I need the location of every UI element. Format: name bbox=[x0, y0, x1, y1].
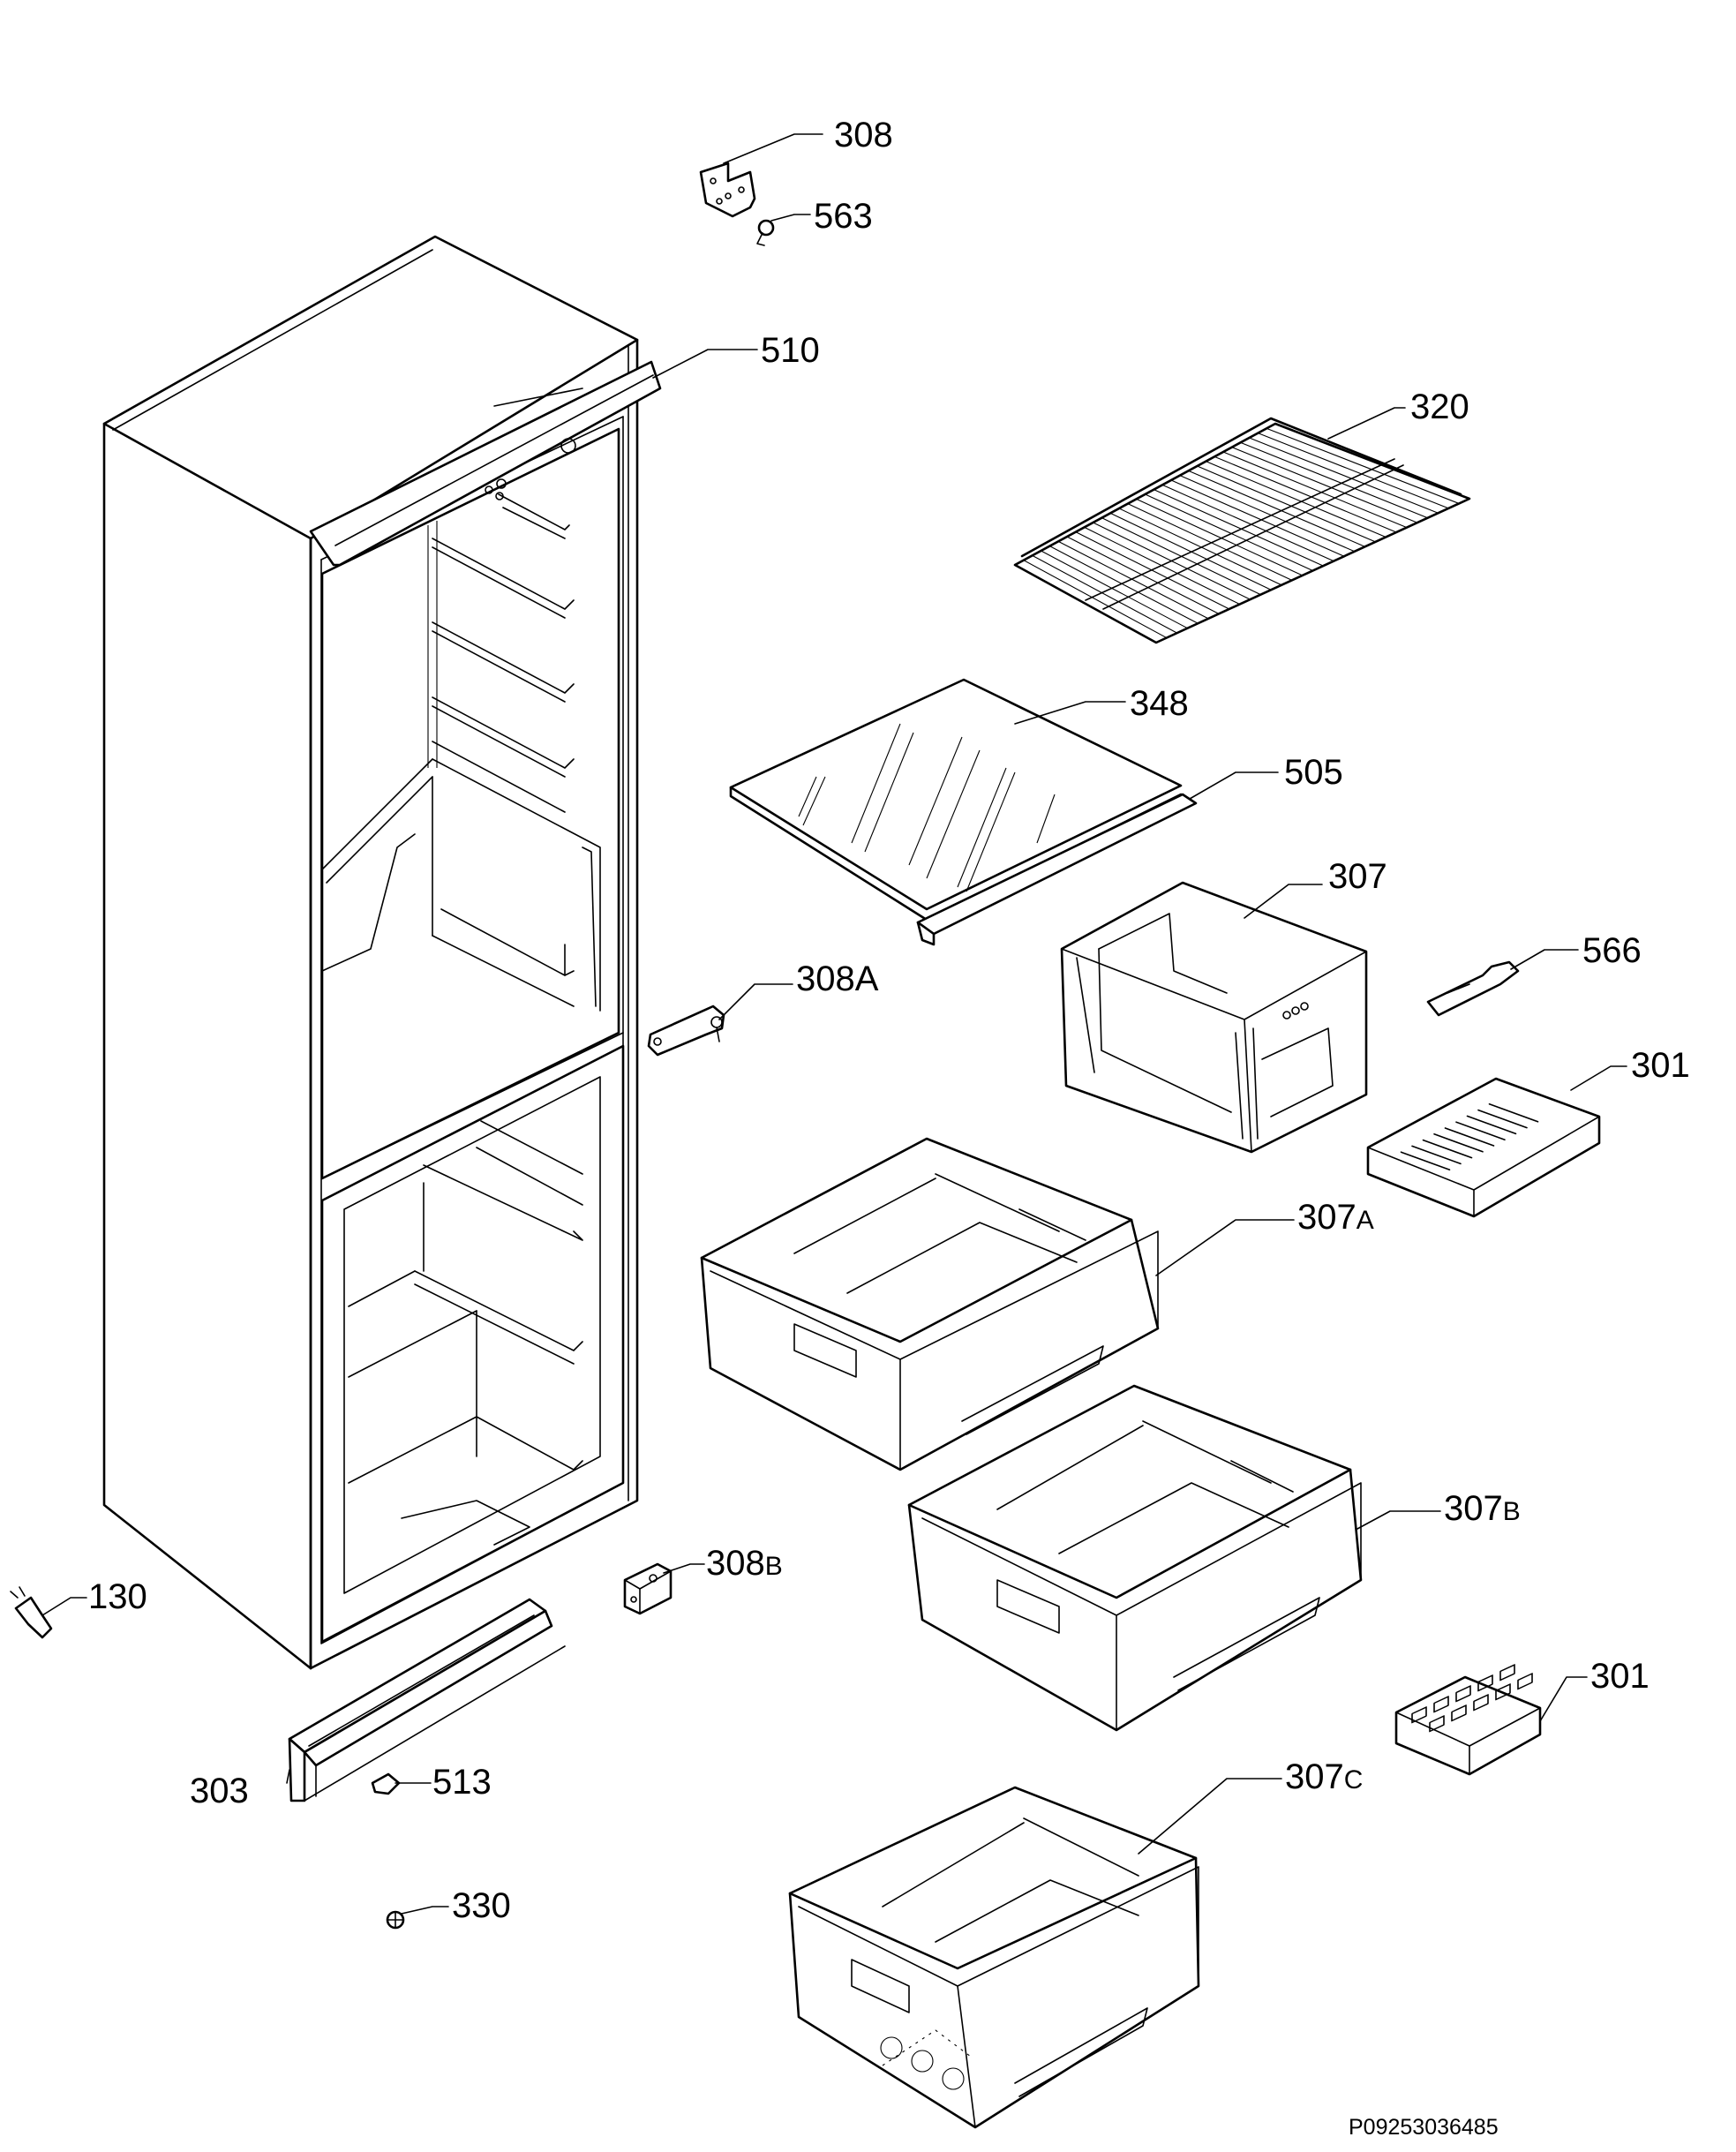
callout-308b: 308B bbox=[706, 1544, 783, 1583]
freezer-box bbox=[1060, 881, 1368, 1154]
shelf-trim bbox=[916, 793, 1198, 946]
callout-510: 510 bbox=[761, 331, 820, 370]
leader-lines bbox=[41, 133, 1627, 1915]
glass-shelf bbox=[729, 678, 1183, 922]
hinge-screw bbox=[756, 219, 775, 246]
callout-307b: 307B bbox=[1444, 1489, 1521, 1528]
callout-505: 505 bbox=[1284, 753, 1343, 792]
plinth bbox=[288, 1598, 566, 1802]
top-hinge bbox=[699, 162, 756, 218]
wire-shelf bbox=[1013, 417, 1471, 644]
cable-plug bbox=[10, 1586, 53, 1639]
leveling-screw bbox=[386, 1910, 405, 1930]
ice-tray-upper bbox=[1366, 1077, 1601, 1218]
callout-303: 303 bbox=[190, 1772, 249, 1810]
drawer-b bbox=[907, 1384, 1363, 1732]
drawer-c bbox=[788, 1786, 1200, 2129]
callout-566: 566 bbox=[1582, 931, 1642, 970]
callout-308: 308 bbox=[834, 116, 893, 154]
callout-130: 130 bbox=[88, 1577, 147, 1616]
callout-308a: 308A bbox=[796, 959, 879, 998]
control-panel bbox=[309, 360, 662, 567]
foot-clip bbox=[371, 1772, 401, 1795]
diagram-code: P09253036485 bbox=[1349, 2115, 1499, 2140]
callout-307: 307 bbox=[1328, 857, 1387, 896]
callout-labels: 308 563 510 320 348 505 307 566 308A 301… bbox=[88, 116, 1690, 1925]
callout-330: 330 bbox=[452, 1886, 511, 1925]
fridge-cabinet bbox=[102, 235, 639, 1670]
callout-513: 513 bbox=[432, 1763, 492, 1802]
ice-cube-tray bbox=[1394, 1664, 1542, 1776]
middle-hinge bbox=[647, 1005, 725, 1057]
callout-301-upper: 301 bbox=[1631, 1046, 1690, 1085]
callout-348: 348 bbox=[1130, 684, 1189, 723]
callout-301-lower: 301 bbox=[1590, 1657, 1650, 1696]
callout-320: 320 bbox=[1410, 388, 1469, 426]
callout-563: 563 bbox=[814, 197, 873, 236]
drawer-a bbox=[700, 1137, 1160, 1471]
bottom-hinge bbox=[623, 1562, 673, 1615]
ice-scraper bbox=[1426, 960, 1520, 1017]
callout-307c: 307C bbox=[1285, 1757, 1363, 1796]
callout-307a: 307A bbox=[1297, 1198, 1374, 1237]
